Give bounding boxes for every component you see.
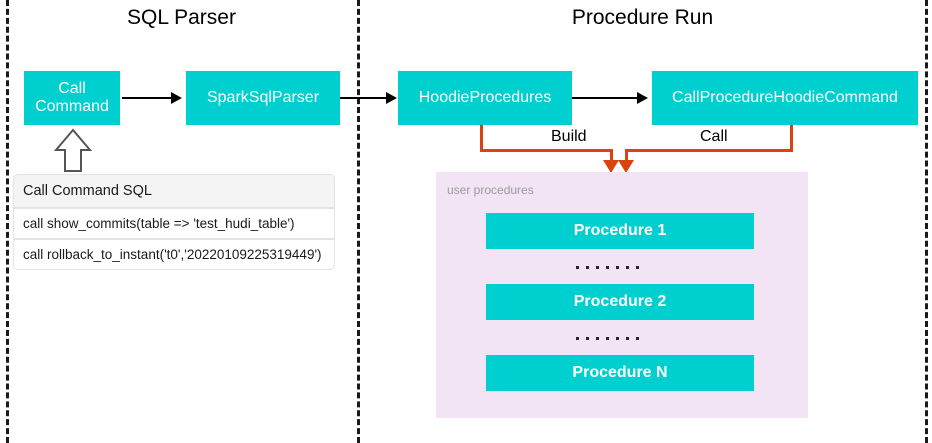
node-hoodie-procedures-label: HoodieProcedures: [418, 88, 552, 106]
block-arrow-up-icon: [53, 128, 93, 178]
node-call-command[interactable]: Call Command: [24, 71, 120, 125]
node-spark-sql-parser[interactable]: SparkSqlParser: [186, 71, 340, 125]
arrow-hoodie-procedures-to-call-command-head: [637, 92, 648, 104]
node-call-procedure-hoodie-command[interactable]: CallProcedureHoodieCommand: [652, 71, 918, 125]
arrow-hoodie-procedures-to-call-command-line: [572, 97, 638, 99]
node-call-command-label-line1: Call: [58, 79, 86, 97]
node-spark-sql-parser-label: SparkSqlParser: [206, 88, 320, 106]
procedure-item[interactable]: Procedure 1: [486, 213, 754, 249]
user-procedures-panel-label: user procedures: [447, 183, 534, 197]
arrow-spark-parser-to-hoodie-procedures-head: [386, 92, 397, 104]
arrow-call-command-to-spark-parser-head: [171, 92, 182, 104]
call-command-sql-table: Call Command SQL call show_commits(table…: [13, 174, 335, 270]
call-connector-horizontal: [625, 149, 793, 152]
procedure-separator-dots: [576, 337, 639, 340]
procedure-separator-dots: [576, 266, 639, 269]
node-call-command-label-line2: Command: [35, 98, 109, 115]
procedure-item-label: Procedure 2: [573, 293, 667, 310]
sql-table-row: call rollback_to_instant('t0','202201092…: [13, 239, 335, 270]
build-edge-label: Build: [546, 128, 592, 146]
call-connector-vertical-end: [625, 149, 628, 163]
arrow-spark-parser-to-hoodie-procedures-line: [340, 97, 387, 99]
section-title-procedure-run: Procedure Run: [571, 6, 714, 29]
section-divider-middle: [357, 0, 360, 443]
build-connector-vertical-start: [480, 125, 483, 152]
procedure-item[interactable]: Procedure 2: [486, 284, 754, 320]
section-title-sql-parser: SQL Parser: [127, 6, 236, 29]
call-connector-arrowhead: [618, 160, 634, 173]
sql-table-header: Call Command SQL: [13, 174, 335, 208]
build-connector-arrowhead: [603, 160, 619, 173]
arrow-call-command-to-spark-parser-line: [122, 97, 172, 99]
procedure-item-label: Procedure 1: [573, 222, 667, 239]
node-hoodie-procedures[interactable]: HoodieProcedures: [398, 71, 572, 125]
node-call-procedure-hoodie-command-label: CallProcedureHoodieCommand: [672, 88, 898, 106]
build-connector-vertical-end: [610, 149, 613, 163]
section-divider-right: [925, 0, 928, 443]
section-divider-left: [6, 0, 9, 443]
call-connector-vertical-start: [790, 125, 793, 152]
sql-table-row: call show_commits(table => 'test_hudi_ta…: [13, 208, 335, 239]
call-edge-label: Call: [695, 128, 733, 146]
procedure-item-label: Procedure N: [572, 364, 668, 381]
build-connector-horizontal: [480, 149, 613, 152]
procedure-item[interactable]: Procedure N: [486, 355, 754, 391]
